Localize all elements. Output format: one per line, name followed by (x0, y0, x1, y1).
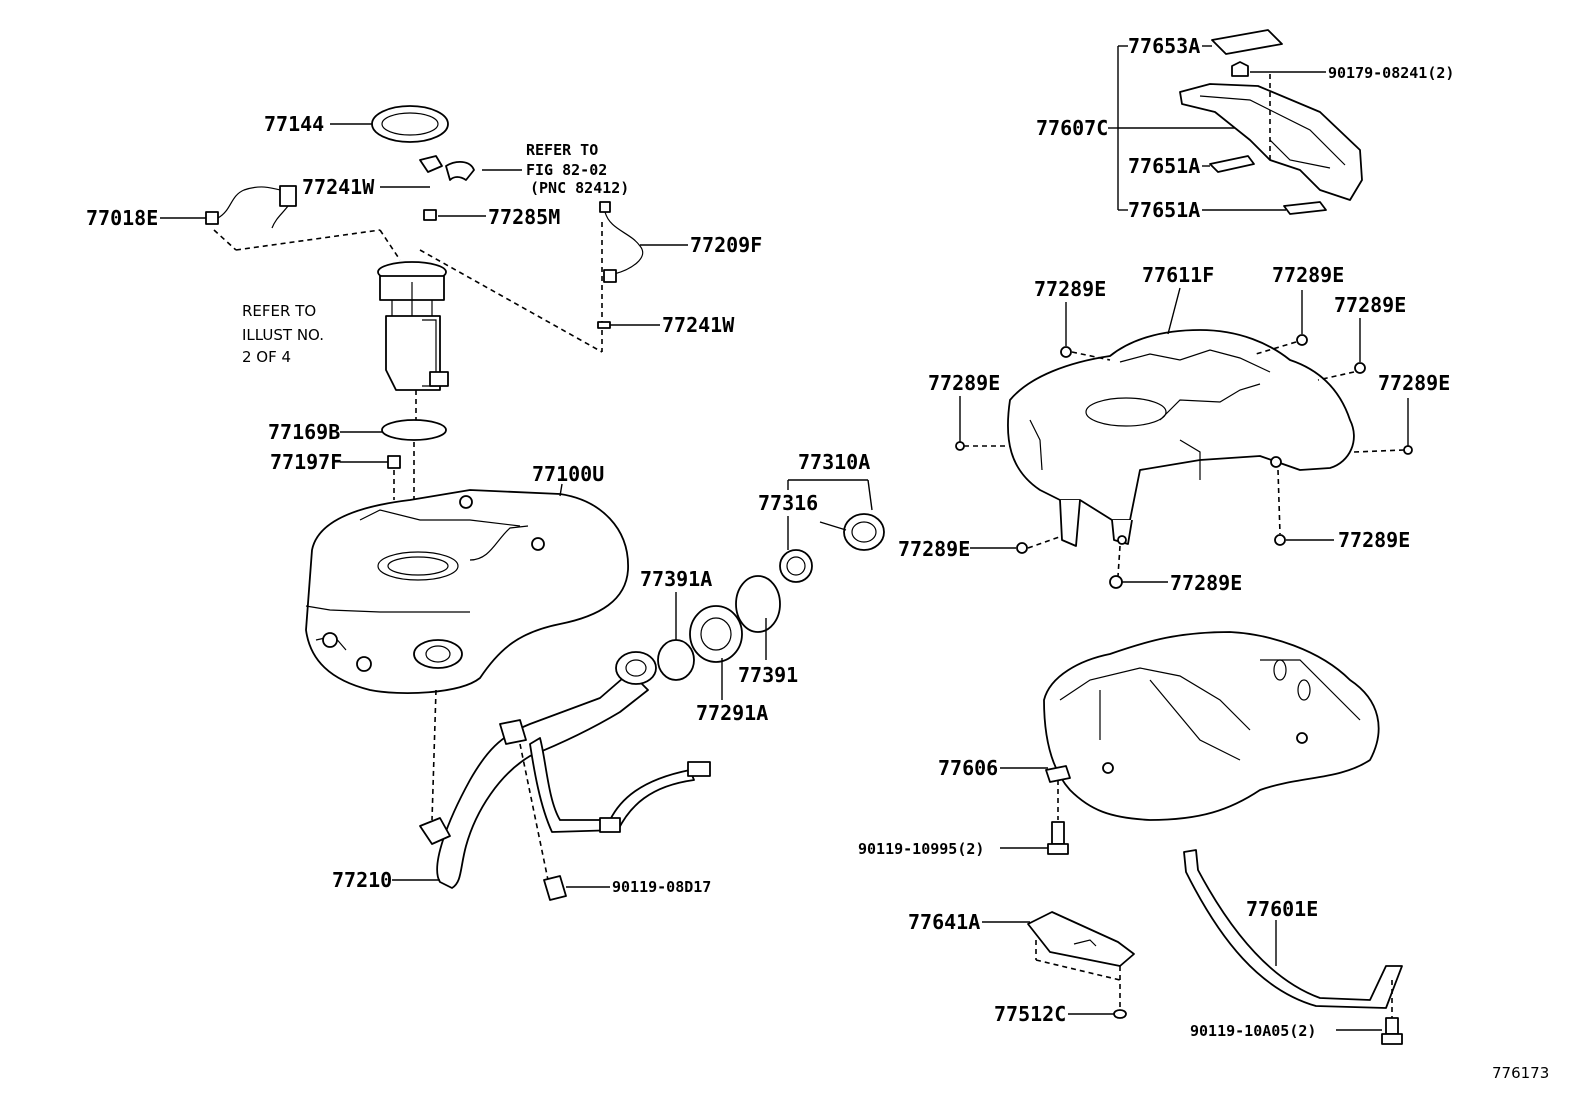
note-refer-illust-3: 2 OF 4 (242, 348, 291, 366)
fuel-connector (419, 155, 443, 173)
label-77391a: 77391A (640, 567, 712, 591)
label-77316: 77316 (758, 491, 818, 515)
label-77197f: 77197F (270, 450, 342, 474)
label-77289e-2: 77289E (1272, 263, 1344, 287)
clip-77285m (423, 209, 437, 221)
label-77391: 77391 (738, 663, 798, 687)
label-77289e-3: 77289E (1334, 293, 1406, 317)
clip-77241w-lower (597, 321, 611, 329)
fuel-pump-module (377, 261, 449, 391)
fuel-connector-clip (445, 161, 475, 181)
label-77289e-7: 77289E (1338, 528, 1410, 552)
label-77607c: 77607C (1036, 116, 1108, 140)
sender-gauge-77018e (205, 211, 219, 225)
nut-90179-08241 (1231, 61, 1249, 77)
label-77289e-1: 77289E (1034, 277, 1106, 301)
label-77310a: 77310A (798, 450, 870, 474)
label-77100u: 77100U (532, 462, 604, 486)
label-90119-10995: 90119-10995(2) (858, 840, 984, 858)
filler-pipe-77210 (392, 651, 711, 901)
gasket-77316 (779, 549, 813, 583)
fuel-cap-group (657, 479, 885, 700)
bolt-90119-08d17 (543, 875, 567, 901)
tank-protector-77606 (1000, 631, 1380, 855)
label-77210: 77210 (332, 868, 392, 892)
harness-77209f (599, 201, 611, 213)
fuel-tank-77100u (305, 483, 629, 821)
protector-77641a (1027, 911, 1135, 967)
gasket-77391a (657, 639, 695, 681)
gasket-77169b (381, 419, 447, 441)
label-77144: 77144 (264, 112, 324, 136)
clip-77512c (1113, 1009, 1127, 1019)
heat-shield-77607c (1179, 83, 1363, 201)
strap-77601e (1183, 849, 1403, 1009)
fuel-pump-group (160, 105, 688, 560)
label-77018e: 77018E (86, 206, 158, 230)
label-77209f: 77209F (690, 233, 762, 257)
retainer-ring-77144 (371, 105, 449, 143)
insulator-77651a-1 (1209, 155, 1255, 173)
label-77289e-4: 77289E (928, 371, 1000, 395)
label-77611f: 77611F (1142, 263, 1214, 287)
label-77289e-6: 77289E (898, 537, 970, 561)
fuel-cap-77310a (843, 513, 885, 551)
insulator-77653a (1211, 29, 1283, 55)
note-refer-fig-3: (PNC 82412) (530, 179, 629, 197)
label-77601e: 77601E (1246, 897, 1318, 921)
illustration-number: 776173 (1492, 1064, 1549, 1082)
label-77512c: 77512C (994, 1002, 1066, 1026)
label-77241w-lower: 77241W (662, 313, 735, 337)
bolt-90119-10995 (1051, 821, 1065, 845)
note-refer-fig-2: FIG 82-02 (526, 161, 607, 179)
label-77651a-1: 77651A (1128, 154, 1200, 178)
label-77651a-2: 77651A (1128, 198, 1200, 222)
label-77289e-8: 77289E (1170, 571, 1242, 595)
lower-parts-group (982, 849, 1403, 1045)
part-labels: 77653A 90179-08241(2) 77607C 77651A 7765… (86, 34, 1549, 1082)
label-90119-08d17: 90119-08D17 (612, 878, 711, 896)
label-77241w-upper: 77241W (302, 175, 375, 199)
retainer-77291a (689, 605, 743, 663)
label-77653a: 77653A (1128, 34, 1200, 58)
note-refer-illust-2: ILLUST NO. (242, 326, 324, 344)
note-refer-illust-1: REFER TO (242, 302, 316, 320)
label-90179-08241: 90179-08241(2) (1328, 64, 1454, 82)
bolt-90119-10a05 (1385, 1017, 1399, 1035)
label-77606: 77606 (938, 756, 998, 780)
gasket-77391 (735, 575, 781, 633)
label-77291a: 77291A (696, 701, 768, 725)
label-90119-10a05: 90119-10A05(2) (1190, 1022, 1316, 1040)
note-refer-fig-1: REFER TO (526, 141, 598, 159)
tank-protector-77611f (955, 287, 1413, 589)
heat-shield-upper-group (1108, 29, 1363, 215)
label-77289e-5: 77289E (1378, 371, 1450, 395)
label-77285m: 77285M (488, 205, 560, 229)
label-77169b: 77169B (268, 420, 340, 444)
insulator-77651a-2 (1283, 201, 1327, 215)
sender-connector (279, 185, 297, 207)
label-77641a: 77641A (908, 910, 980, 934)
valve-77197f (387, 455, 401, 469)
